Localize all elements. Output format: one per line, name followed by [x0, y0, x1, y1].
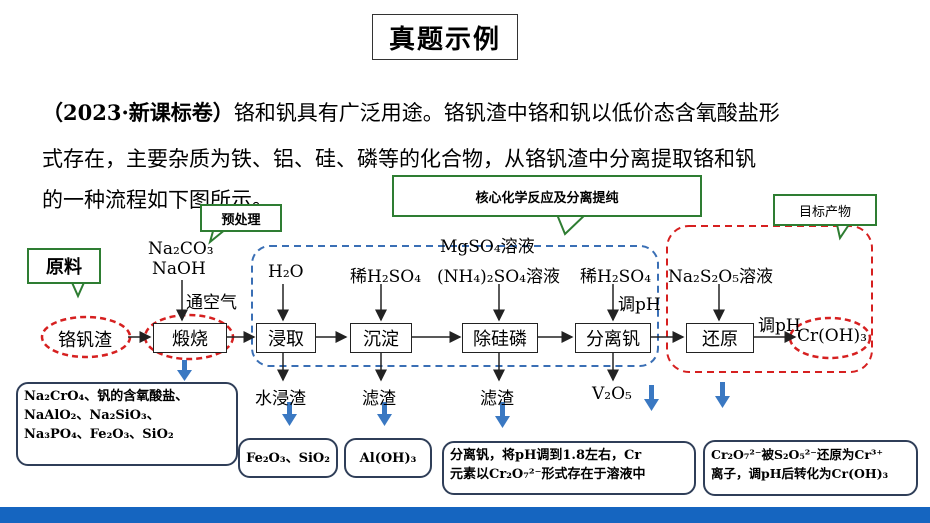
core-region-outline — [251, 245, 659, 367]
question-line-1: （2023·新课标卷）铬和钒具有广泛用途。铬钒渣中铬和钒以低价态含氧酸盐形 — [42, 98, 780, 128]
callout-separate-v: 分离钒，将pH调到1.8左右，Cr 元素以Cr₂O₇²⁻形式存在于溶液中 — [442, 441, 696, 495]
node-roast: 煅烧 — [153, 323, 227, 353]
callout-line: NaAlO₂、Na₂SiO₃、 — [24, 408, 160, 423]
output-water-residue: 水浸渣 — [255, 389, 306, 409]
raw-material-label: 原料 — [27, 248, 101, 284]
reagent-dilute-h2so4-2: 稀H₂SO₄ — [580, 267, 652, 287]
product-oval — [788, 316, 872, 360]
question-text-1: 铬和钒具有广泛用途。铬钒渣中铬和钒以低价态含氧酸盐形 — [233, 101, 780, 125]
node-reduce: 还原 — [686, 323, 754, 353]
node-remove-si-p: 除硅磷 — [462, 323, 538, 353]
node-product: Cr(OH)₃ — [797, 326, 867, 346]
node-leach: 浸取 — [256, 323, 316, 353]
callout-line: 元素以Cr₂O₇²⁻形式存在于溶液中 — [450, 467, 646, 482]
reagent-dilute-h2so4-1: 稀H₂SO₄ — [350, 267, 422, 287]
bottom-bar — [0, 507, 930, 523]
node-precipitate: 沉淀 — [350, 323, 412, 353]
callout-roast-products: Na₂CrO₄、钒的含氧酸盐、 NaAlO₂、Na₂SiO₃、 Na₃PO₄、F… — [16, 382, 238, 466]
callout-reduce: Cr₂O₇²⁻被S₂O₅²⁻还原为Cr³⁺ 离子，调pH后转化为Cr(OH)₃ — [703, 440, 918, 496]
reagent-h2o: H₂O — [268, 262, 304, 282]
pretreatment-label: 预处理 — [200, 204, 282, 232]
output-v2o5: V₂O₅ — [592, 384, 632, 404]
question-source: （2023·新课标卷） — [42, 100, 234, 125]
callout-line: Na₃PO₄、Fe₂O₃、SiO₂ — [24, 427, 174, 442]
reagent-mgso4: MgSO₄溶液 — [440, 237, 535, 257]
reagent-nh4-2so4: (NH₄)₂SO₄溶液 — [437, 267, 560, 287]
reagent-adjust-ph-2: 调pH — [758, 316, 801, 336]
callout-line: Cr₂O₇²⁻被S₂O₅²⁻还原为Cr³⁺ — [711, 447, 883, 462]
output-filter-residue-1: 滤渣 — [362, 389, 396, 409]
target-product-label: 目标产物 — [773, 194, 877, 226]
callout-line: 分离钒，将pH调到1.8左右，Cr — [450, 448, 642, 463]
reagent-air: 通空气 — [186, 293, 237, 313]
reagent-adjust-ph-1: 调pH — [618, 295, 661, 315]
output-filter-residue-2: 滤渣 — [480, 389, 514, 409]
callout-line: 离子，调pH后转化为Cr(OH)₃ — [711, 466, 889, 481]
target-region-outline — [666, 225, 873, 373]
core-reaction-label: 核心化学反应及分离提纯 — [392, 175, 702, 217]
reagent-na2s2o5: Na₂S₂O₅溶液 — [668, 267, 774, 287]
reagent-naoh: NaOH — [152, 259, 206, 279]
page-title: 真题示例 — [372, 14, 518, 60]
question-line-2: 式存在，主要杂质为铁、铝、硅、磷等的化合物，从铬钒渣中分离提取铬和钒 — [42, 147, 756, 171]
reagent-na2co3: Na₂CO₃ — [148, 239, 214, 259]
node-chromium-vanadium-slag: 铬钒渣 — [58, 330, 112, 351]
callout-water-residue: Fe₂O₃、SiO₂ — [238, 438, 338, 478]
callout-filter-residue: Al(OH)₃ — [344, 438, 432, 478]
callout-line: Na₂CrO₄、钒的含氧酸盐、 — [24, 389, 189, 404]
node-separate-v: 分离钒 — [575, 323, 651, 353]
blue-pointer-arrows — [177, 360, 730, 428]
